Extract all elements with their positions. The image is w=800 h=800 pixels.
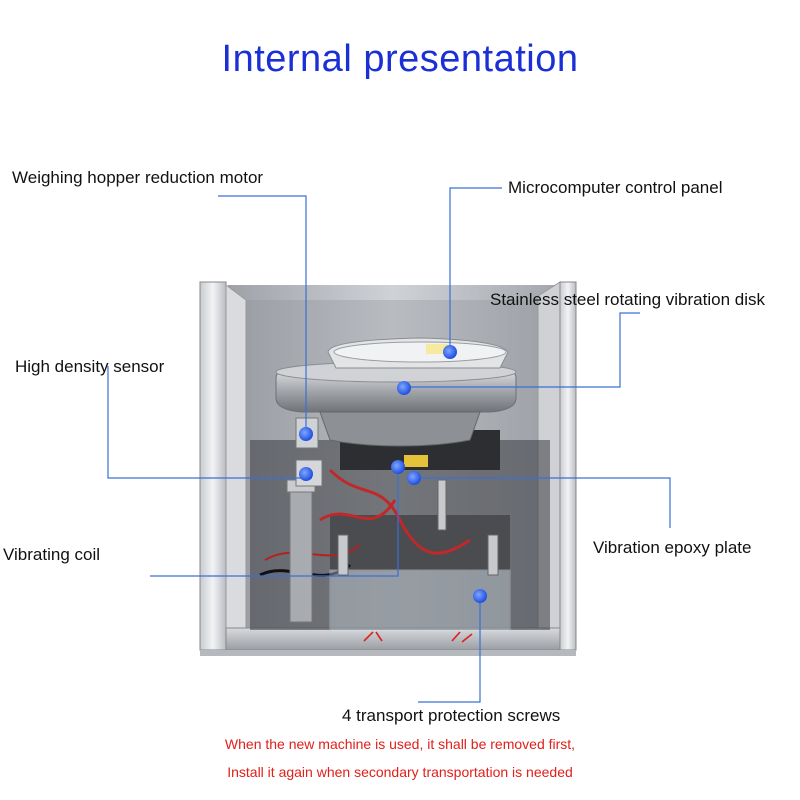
leader-line-vibrating-coil [150,466,399,577]
arrow-icon [461,633,473,643]
label-vibrating-coil: Vibrating coil [3,545,101,564]
marker-dot [299,467,313,481]
arrow-icon [363,631,374,642]
marker-dot [407,471,421,485]
leader-line-epoxy-plate [414,477,671,528]
note-line-reinstall: Install it again when secondary transpor… [227,764,573,780]
arrow-icon [451,631,461,642]
leader-line-control-panel [449,187,502,351]
marker-dot [397,381,411,395]
marker-dots [299,345,487,603]
leader-line-reduction-motor [218,195,307,432]
leader-line-vibration-disk [404,312,640,388]
label-weighing-hopper-reduction-motor: Weighing hopper reduction motor [12,168,264,187]
marker-dot [473,589,487,603]
label-stainless-steel-rotating-vibration-disk: Stainless steel rotating vibration disk [490,290,765,309]
label-vibration-epoxy-plate: Vibration epoxy plate [593,538,752,557]
label-microcomputer-control-panel: Microcomputer control panel [508,178,723,197]
label-high-density-sensor: High density sensor [15,357,165,376]
screw-arrows [363,631,473,643]
leader-lines [107,187,671,703]
page-title: Internal presentation [221,38,579,80]
leader-line-density-sensor [107,366,312,479]
marker-dot [391,460,405,474]
leader-line-transport-screws [418,596,481,703]
arrow-icon [375,631,383,642]
note-line-remove: When the new machine is used, it shall b… [224,736,576,752]
marker-dot [443,345,457,359]
internal-mechanism [250,417,550,633]
label-transport-protection-screws: 4 transport protection screws [342,706,561,725]
vibration-disk [275,337,517,447]
marker-dot [299,427,313,441]
